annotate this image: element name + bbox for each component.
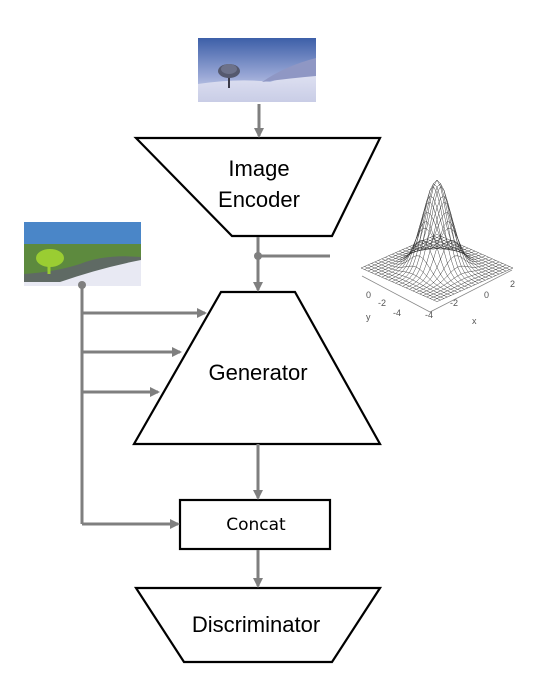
image-encoder-block: Image Encoder bbox=[133, 136, 382, 238]
mesh-line bbox=[412, 240, 489, 292]
y-tick-neg4: -4 bbox=[393, 308, 401, 318]
connectors bbox=[80, 104, 330, 588]
gaussian-mesh bbox=[360, 179, 514, 302]
mesh-line bbox=[409, 221, 486, 290]
mesh-line bbox=[360, 267, 438, 302]
image-encoder-label-line1: Image bbox=[228, 156, 289, 181]
concat-block: Concat bbox=[178, 498, 332, 551]
mesh-line bbox=[374, 261, 451, 296]
mesh-line bbox=[436, 267, 514, 302]
mesh-line bbox=[398, 179, 476, 285]
discriminator-label: Discriminator bbox=[192, 612, 320, 637]
x-axis-label: x bbox=[472, 316, 477, 326]
segmentation-map-icon bbox=[24, 222, 141, 286]
mesh-line bbox=[419, 260, 496, 295]
junction-dot-segmentation bbox=[78, 281, 86, 289]
mesh-line bbox=[385, 240, 462, 292]
x-tick-2: 2 bbox=[510, 279, 515, 289]
generator-block: Generator bbox=[132, 290, 382, 446]
mesh-line bbox=[367, 237, 444, 272]
image-encoder-label-line2: Encoder bbox=[218, 187, 300, 212]
mesh-line bbox=[423, 261, 500, 296]
discriminator-block: Discriminator bbox=[133, 586, 383, 664]
mesh-line bbox=[371, 263, 448, 298]
y-tick-neg2: -2 bbox=[378, 298, 386, 308]
mesh-line bbox=[433, 266, 510, 301]
gaussian-surface-plot-icon: 0 -2 -4 y -4 -2 0 2 x bbox=[360, 179, 515, 326]
y-tick-0: 0 bbox=[366, 290, 371, 300]
x-tick-neg4: -4 bbox=[425, 310, 433, 320]
mesh-line bbox=[395, 186, 472, 287]
mesh-line bbox=[378, 260, 455, 295]
winter-tree-photo-icon bbox=[198, 38, 316, 102]
mesh-line bbox=[398, 179, 476, 285]
concat-label: Concat bbox=[226, 515, 286, 535]
mesh-line bbox=[392, 201, 469, 289]
mesh-line bbox=[364, 266, 441, 301]
mesh-line bbox=[416, 255, 493, 293]
mesh-line bbox=[426, 263, 503, 298]
junction-dot-noise bbox=[254, 252, 262, 260]
mesh-line bbox=[402, 186, 479, 287]
mesh-line bbox=[381, 255, 458, 293]
generator-label: Generator bbox=[208, 360, 307, 385]
y-axis-label: y bbox=[366, 312, 371, 322]
mesh-line bbox=[405, 201, 482, 289]
x-tick-0: 0 bbox=[484, 290, 489, 300]
mesh-line bbox=[367, 264, 444, 299]
mesh-line bbox=[430, 237, 507, 272]
mesh-line bbox=[430, 264, 507, 299]
mesh-line bbox=[388, 221, 465, 290]
x-tick-neg2: -2 bbox=[450, 298, 458, 308]
